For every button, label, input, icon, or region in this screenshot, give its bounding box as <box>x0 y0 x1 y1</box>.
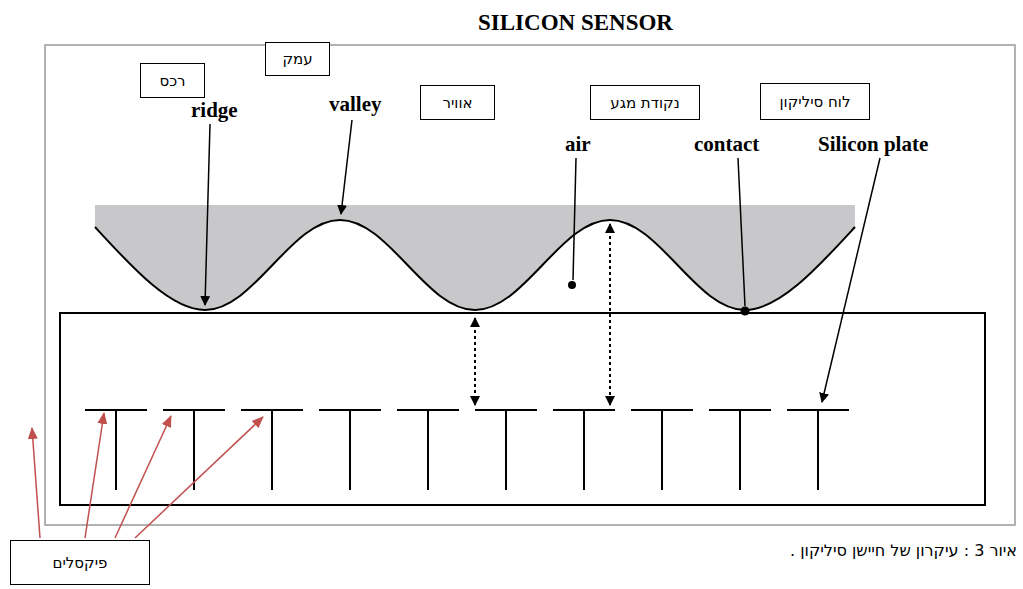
pixel-lead <box>505 410 507 490</box>
pixel-lead <box>427 410 429 490</box>
diagram-title: SILICON SENSOR <box>478 10 673 36</box>
part-label: air <box>565 132 591 157</box>
callout-text: עמק <box>266 50 329 68</box>
pointer-arrow <box>85 413 104 538</box>
callout-text: רכס <box>141 72 204 90</box>
callout-text: פיקסלים <box>11 554 149 572</box>
callout-box: לוח סיליקון <box>760 83 870 120</box>
part-label: valley <box>329 92 382 117</box>
callout-text: לוח סיליקון <box>761 93 869 111</box>
callout-text: אוויר <box>421 94 494 112</box>
part-label: Silicon plate <box>818 132 928 157</box>
figure-caption: איור 3 : עיקרון של חיישן סיליקון . <box>790 541 1017 560</box>
pointer-arrow <box>115 416 171 538</box>
pixel-lead <box>193 410 195 490</box>
leader-line <box>573 158 576 280</box>
leader-line <box>738 158 745 306</box>
pixel-array <box>85 410 849 490</box>
air-dot <box>568 281 576 289</box>
pixel-lead <box>271 410 273 490</box>
part-label: ridge <box>191 98 238 123</box>
callout-box: אוויר <box>420 85 495 120</box>
outer-frame <box>45 45 1015 525</box>
leader-line <box>205 124 210 305</box>
part-label: contact <box>694 132 759 157</box>
callout-box: רכס <box>140 63 205 98</box>
distance-arrow <box>609 224 611 405</box>
pointer-arrow <box>32 428 40 538</box>
callout-box: נקודת מגע <box>590 85 700 120</box>
contact-dot <box>741 307 750 316</box>
pixel-lead <box>739 410 741 490</box>
pixel-lead <box>661 410 663 490</box>
pointer-arrow <box>135 417 263 538</box>
distance-arrow <box>474 318 476 405</box>
silicon-plate <box>60 313 985 505</box>
leader-line <box>822 158 880 402</box>
leader-line <box>341 120 352 214</box>
pixel-lead <box>349 410 351 490</box>
callout-box: פיקסלים <box>10 540 150 585</box>
callout-box: עמק <box>265 42 330 76</box>
pixel-lead <box>817 410 819 490</box>
callout-text: נקודת מגע <box>591 94 699 112</box>
pixel-lead <box>583 410 585 490</box>
pixel-lead <box>115 410 117 490</box>
